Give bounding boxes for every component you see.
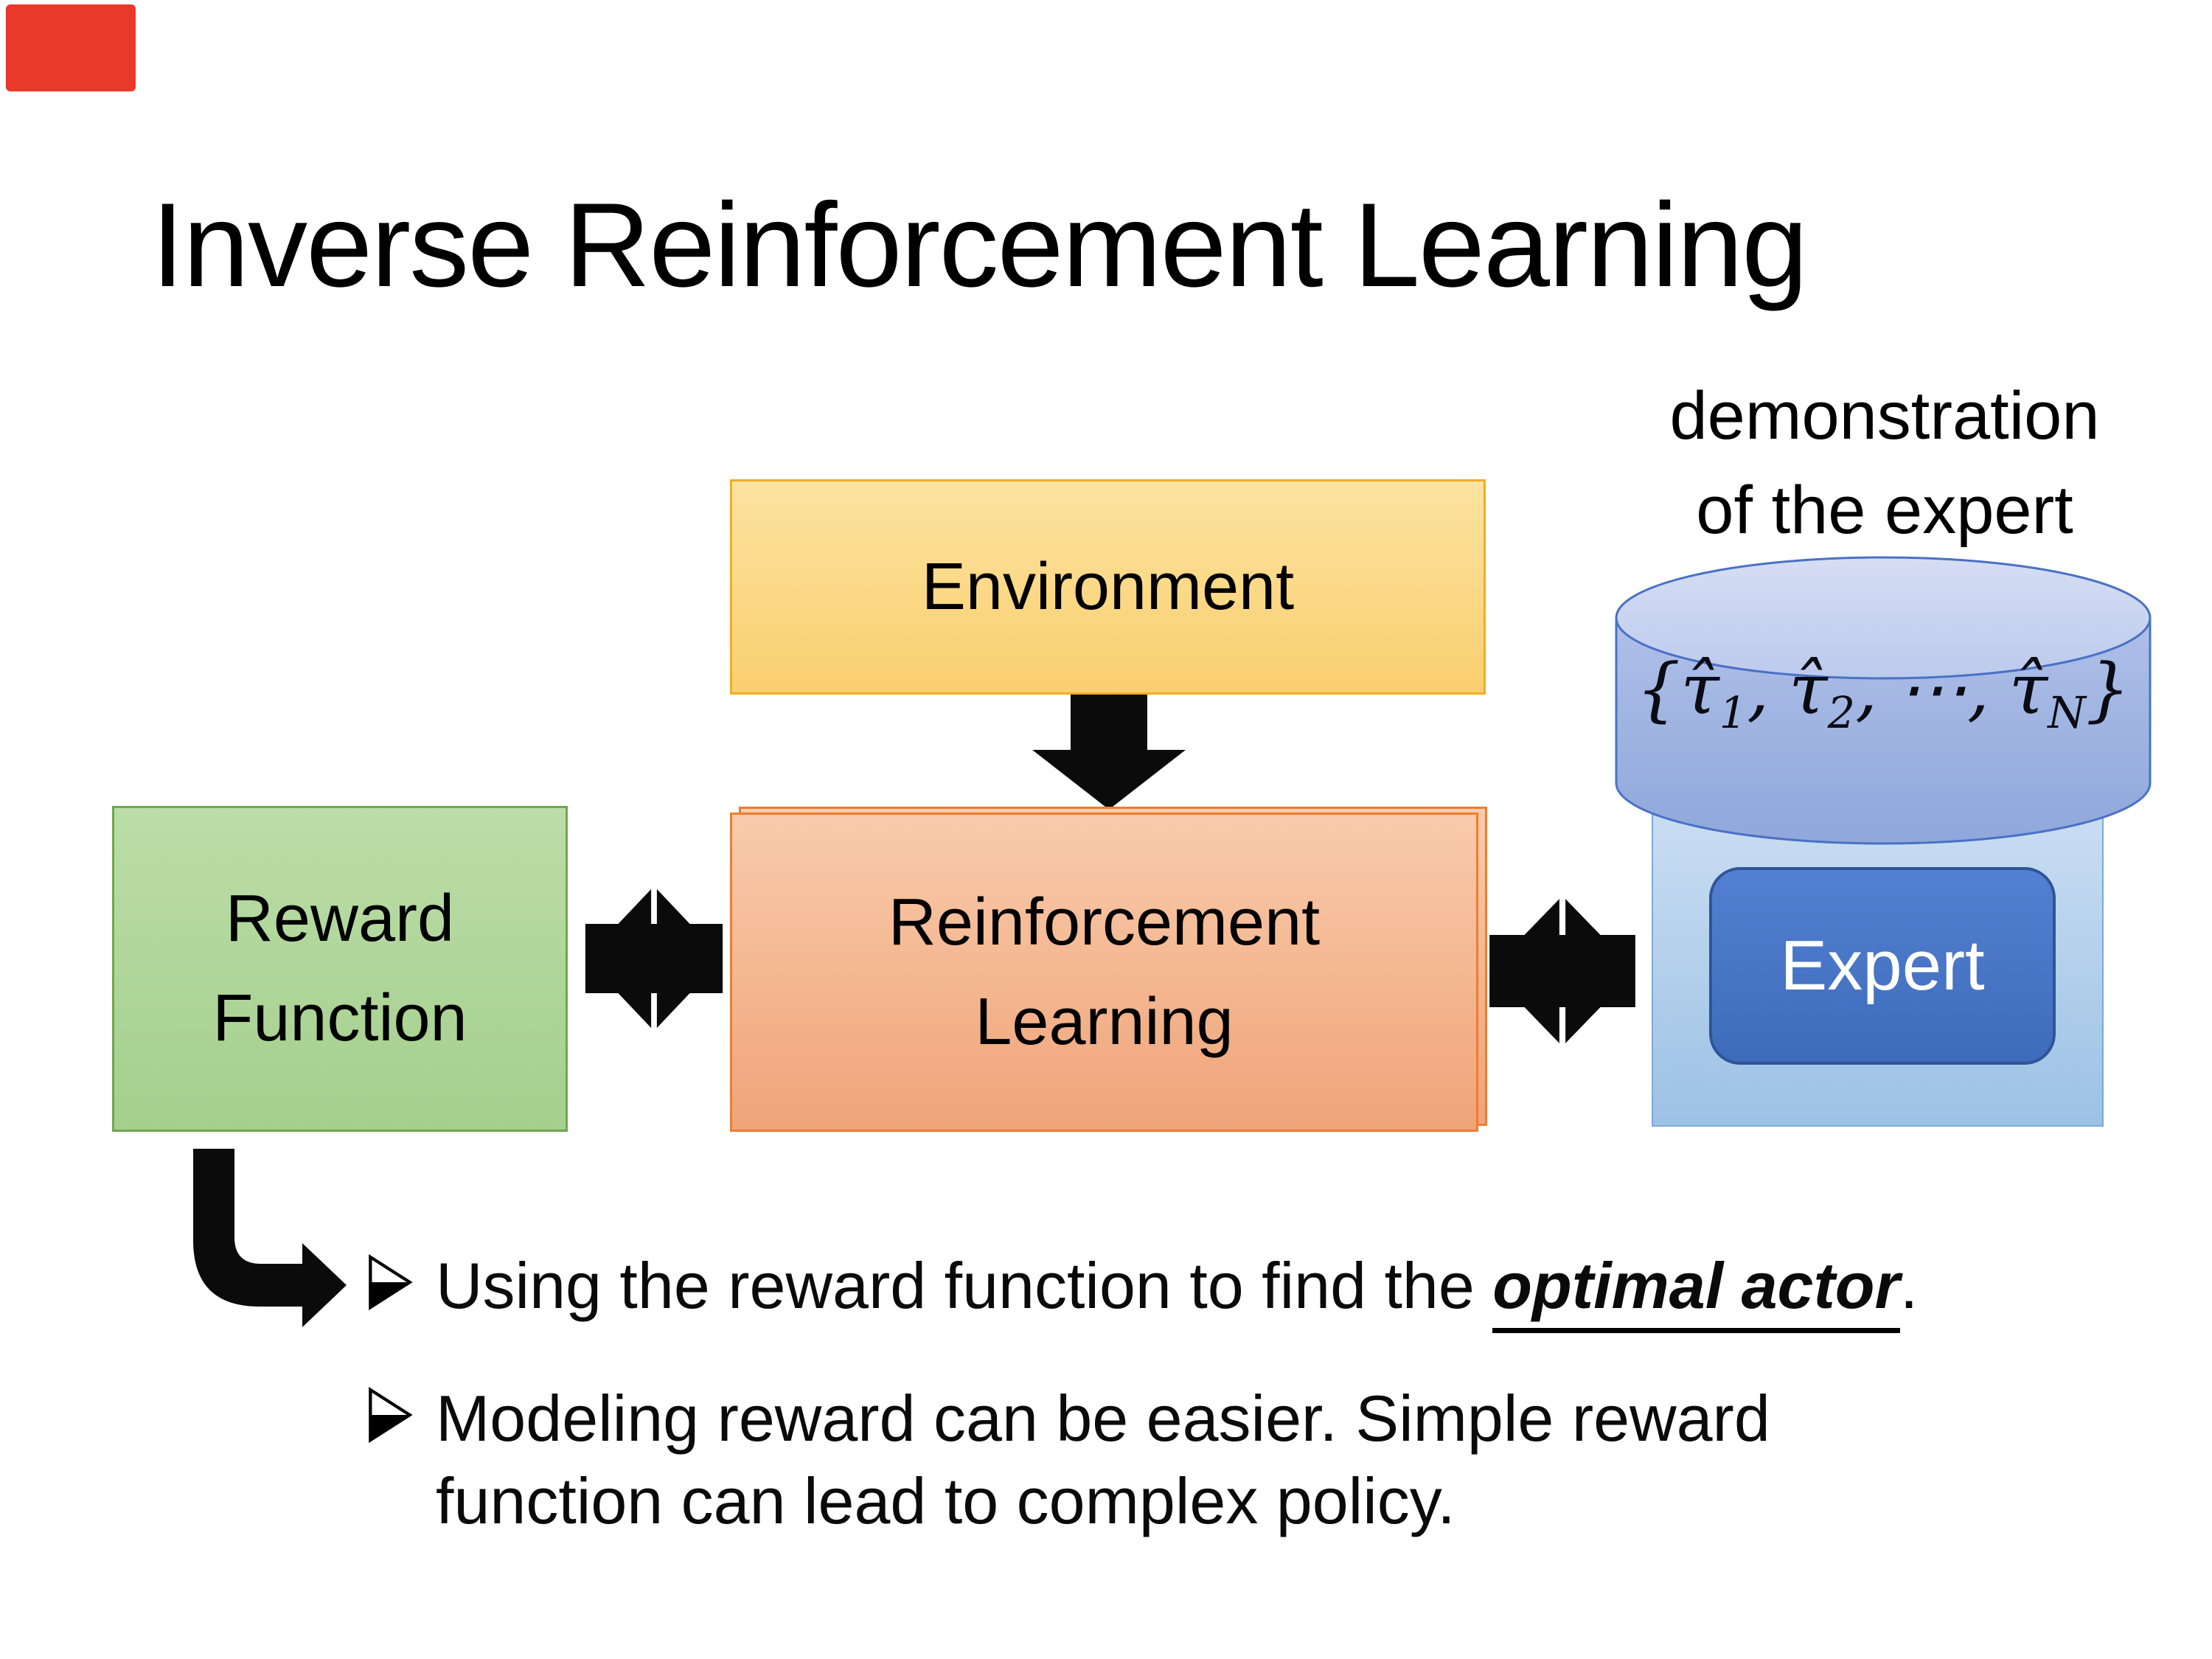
- brace-close: }: [2085, 649, 2131, 730]
- demonstration-label-line2: of the expert: [1696, 473, 2073, 548]
- bullet-text: Modeling reward can be easier. Simple re…: [436, 1377, 1770, 1543]
- bullet-arrowhead-icon: [369, 1253, 413, 1311]
- double-arrow-icon: [1489, 899, 1635, 1043]
- bullet-item: Using the reward function to find the op…: [366, 1245, 2099, 1333]
- demonstration-label: demonstration of the expert: [1624, 369, 2145, 557]
- tau-2-subscript: 2: [1827, 687, 1856, 738]
- environment-box-label: Environment: [921, 549, 1295, 624]
- tau-n-subscript: N: [2048, 687, 2086, 738]
- recording-indicator-badge: [6, 4, 136, 91]
- reinforcement-learning-box: Reinforcement Learning: [730, 813, 1478, 1132]
- tau-1-subscript: 1: [1719, 687, 1747, 738]
- reward-function-label-line1: Reward: [225, 882, 455, 956]
- bullet-text-line1: Modeling reward can be easier. Simple re…: [436, 1382, 1770, 1455]
- bullet-text-emphasis: optimal actor: [1492, 1249, 1900, 1333]
- bullet-text: Using the reward function to find the op…: [436, 1245, 1919, 1333]
- comma: ,: [1966, 649, 1990, 730]
- tau-2: τ̂: [1789, 649, 1828, 730]
- reward-function-box: Reward Function: [112, 806, 568, 1132]
- tau-n: τ̂: [2008, 649, 2048, 730]
- bullet-text-suffix: .: [1899, 1249, 1919, 1322]
- database-cylinder-icon: [1615, 556, 2152, 845]
- reinforcement-learning-label-line2: Learning: [975, 984, 1234, 1059]
- page-title: Inverse Reinforcement Learning: [151, 178, 1808, 312]
- reinforcement-learning-label-line1: Reinforcement: [888, 885, 1321, 959]
- double-arrow-icon: [585, 888, 723, 1029]
- reward-function-label-line2: Function: [212, 981, 467, 1055]
- environment-box: Environment: [730, 479, 1486, 695]
- elbow-arrow-icon: [193, 1149, 347, 1327]
- comma: ,: [1855, 649, 1878, 730]
- tau-1: τ̂: [1680, 649, 1719, 730]
- demonstration-label-line1: demonstration: [1669, 378, 2100, 453]
- comma: ,: [1747, 649, 1770, 730]
- bullet-item: Modeling reward can be easier. Simple re…: [366, 1377, 2099, 1543]
- trajectory-set-formula: {τ̂1,τ̂2,⋯,τ̂N}: [1616, 649, 2150, 738]
- cdots: ⋯: [1896, 649, 1967, 730]
- expert-box-label: Expert: [1780, 926, 1985, 1005]
- down-arrow-icon: [1032, 695, 1186, 810]
- bullet-arrowhead-icon: [369, 1386, 413, 1444]
- expert-box: Expert: [1709, 867, 2056, 1065]
- bullet-text-prefix: Using the reward function to find the: [436, 1249, 1493, 1322]
- brace-open: {: [1635, 649, 1681, 730]
- bullet-text-line2: function can lead to complex policy.: [436, 1464, 1455, 1537]
